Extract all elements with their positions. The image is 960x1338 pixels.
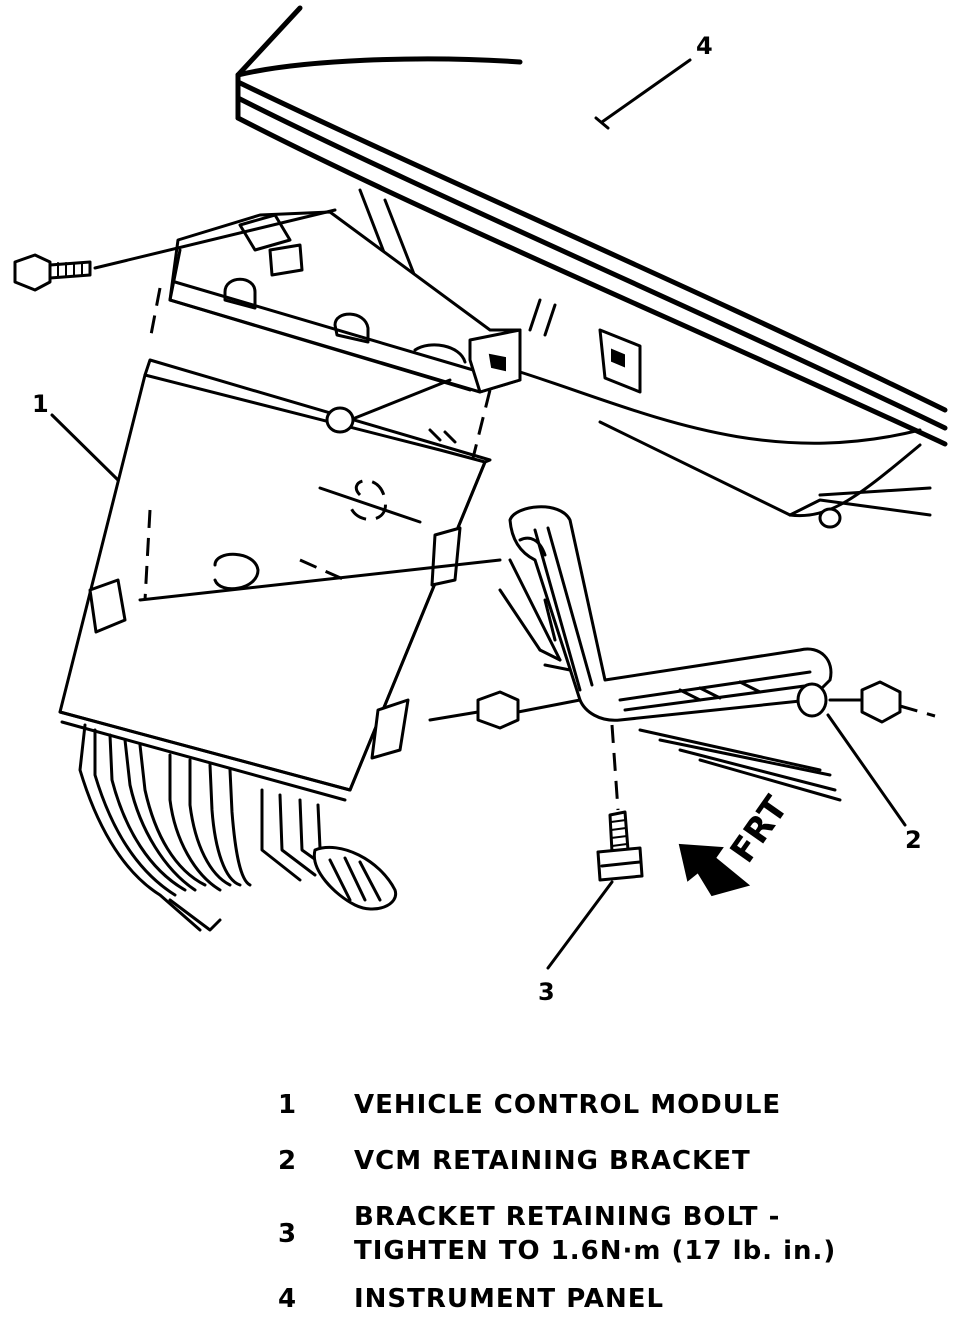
legend-row-3: 3 BRACKET RETAINING BOLT - TIGHTEN TO 1.… [270, 1200, 890, 1268]
callout-1: 1 [32, 390, 49, 418]
frt-label: FRT [723, 788, 797, 870]
callout-4: 4 [696, 32, 713, 60]
legend-num: 3 [278, 1219, 297, 1249]
vcm-mounting-diagram: FRT 1 2 3 4 [13, 5, 948, 1006]
legend-text: VEHICLE CONTROL MODULE [354, 1090, 782, 1120]
legend-text-multiline: BRACKET RETAINING BOLT - TIGHTEN TO 1.6N… [354, 1200, 836, 1268]
legend-num: 4 [278, 1284, 297, 1314]
legend-row-2: 2 VCM RETAINING BRACKET [270, 1144, 890, 1178]
legend-num: 1 [278, 1090, 297, 1120]
callout-3: 3 [538, 978, 555, 1006]
retaining-nut [828, 680, 936, 724]
upper-left-bolt [13, 208, 337, 292]
wiring-harness [78, 723, 398, 932]
vcm-upper-bracket [148, 210, 522, 471]
bracket-stud [428, 690, 582, 730]
legend-text-line-2: TIGHTEN TO 1.6N·m (17 lb. in.) [354, 1236, 837, 1266]
front-arrow-icon [678, 843, 751, 897]
legend-text: INSTRUMENT PANEL [354, 1284, 665, 1314]
legend-text-line-1: BRACKET RETAINING BOLT - [354, 1202, 781, 1232]
instrument-panel [235, 5, 948, 529]
callout-leaders [50, 413, 907, 970]
callout-4-leader [594, 58, 692, 130]
callout-2: 2 [905, 826, 922, 854]
vcm-retaining-bracket [498, 505, 842, 802]
legend-num: 2 [278, 1146, 297, 1176]
legend-row-4: 4 INSTRUMENT PANEL [270, 1282, 890, 1316]
legend-row-1: 1 VEHICLE CONTROL MODULE [270, 1088, 890, 1122]
vehicle-control-module [58, 358, 502, 802]
front-direction-indicator: FRT [678, 788, 797, 897]
bracket-retaining-bolt [596, 724, 644, 882]
parts-legend: 1 VEHICLE CONTROL MODULE 2 VCM RETAINING… [270, 1088, 890, 1338]
legend-text: VCM RETAINING BRACKET [354, 1146, 751, 1176]
